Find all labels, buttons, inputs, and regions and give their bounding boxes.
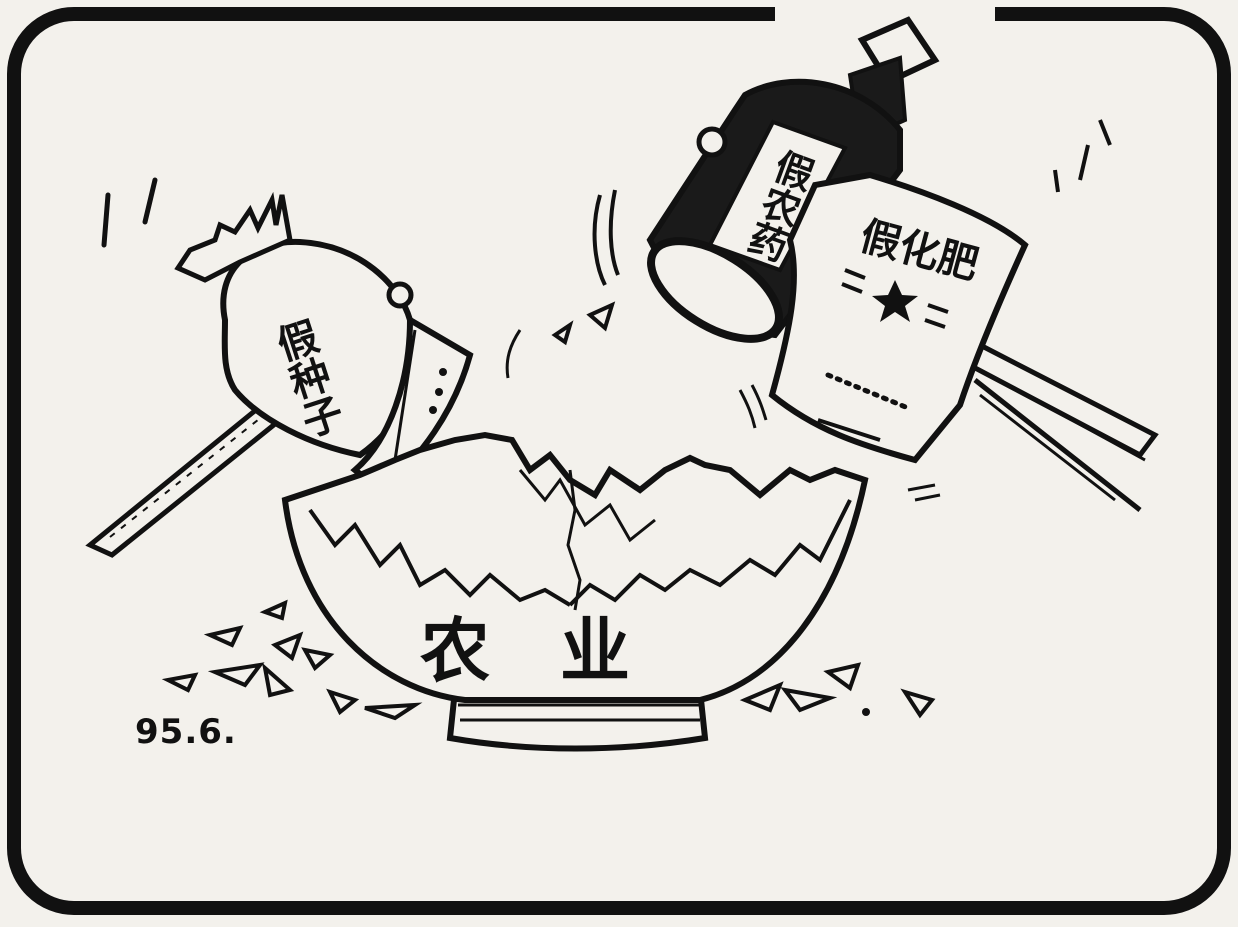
frame-gap bbox=[775, 2, 995, 28]
fertilizer-bag-hammer-icon bbox=[768, 119, 1159, 512]
bowl-shards bbox=[161, 301, 936, 721]
motion-lines bbox=[505, 189, 768, 429]
date-signature: 95.6. bbox=[135, 712, 237, 752]
pesticide-bottle-hammer-icon bbox=[646, 16, 940, 343]
broken-bowl-icon bbox=[281, 431, 869, 752]
bowl-label: 农业 bbox=[420, 610, 700, 692]
seed-bag-hammer-icon bbox=[85, 177, 474, 558]
shard-dot bbox=[862, 708, 870, 716]
